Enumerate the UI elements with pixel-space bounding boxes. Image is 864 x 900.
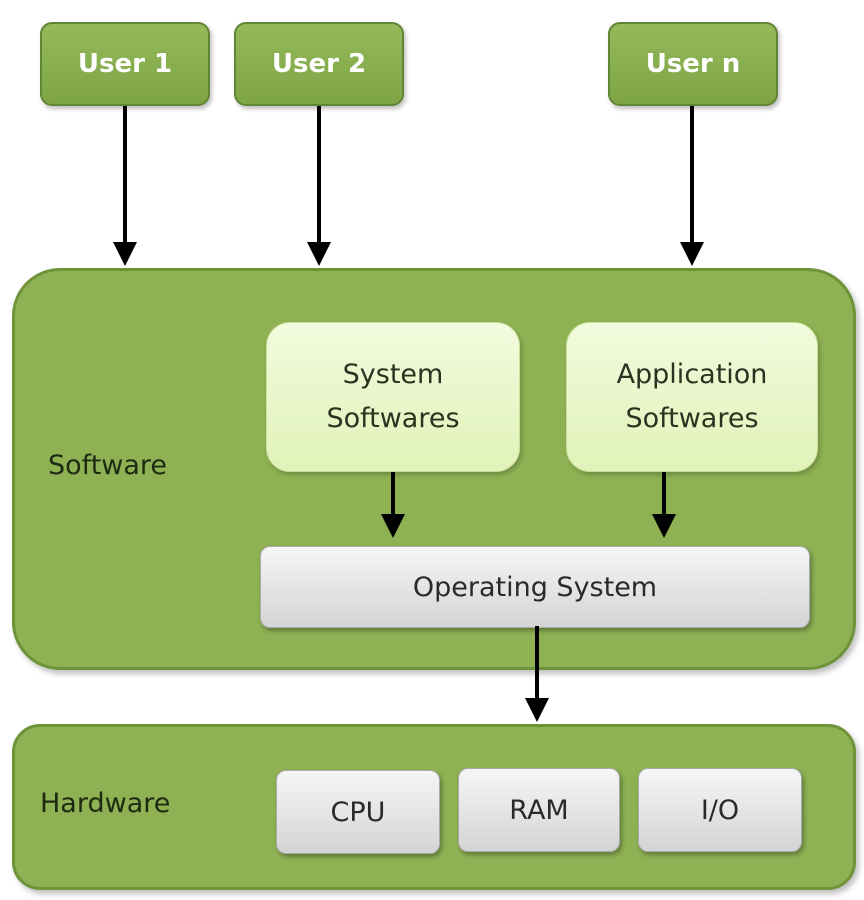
- io-box: I/O: [638, 768, 802, 852]
- ram-box: RAM: [458, 768, 620, 852]
- user-2-box: User 2: [234, 22, 404, 106]
- application-softwares-line-2: Softwares: [625, 403, 759, 434]
- user-1-box: User 1: [40, 22, 210, 106]
- software-label: Software: [48, 450, 168, 481]
- application-softwares-line-1: Application: [616, 359, 768, 390]
- system-softwares-box: System Softwares: [266, 322, 520, 472]
- system-softwares-line-1: System: [342, 359, 444, 390]
- system-softwares-line-2: Softwares: [326, 403, 460, 434]
- user-n-box: User n: [608, 22, 778, 106]
- cpu-box: CPU: [276, 770, 440, 854]
- operating-system-box: Operating System: [260, 546, 810, 628]
- application-softwares-box: Application Softwares: [566, 322, 818, 472]
- hardware-label: Hardware: [40, 788, 171, 819]
